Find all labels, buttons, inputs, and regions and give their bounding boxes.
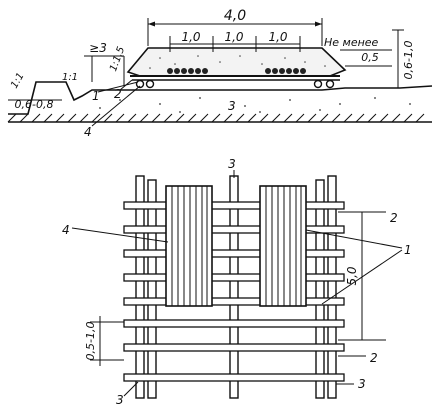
soil-texture xyxy=(99,97,411,113)
min-value: 0,5 xyxy=(361,51,379,64)
ditch-slope-left: 1:1 xyxy=(9,71,27,90)
runner-5 xyxy=(327,175,337,399)
segment-dim-3: 1,0 xyxy=(268,30,287,44)
runner-2 xyxy=(147,179,157,399)
plan-view: 5,0 0,5-1,0 3 4 2 1 2 3 3 xyxy=(62,157,412,407)
segment-dim-2: 1,0 xyxy=(224,30,243,44)
leader-1-b xyxy=(321,249,403,305)
embankment xyxy=(126,47,347,77)
callout-2: 2 xyxy=(114,87,122,101)
track-deck-right xyxy=(259,185,307,307)
leader-4 xyxy=(91,85,141,127)
plan-callout-2-top: 2 xyxy=(390,211,398,225)
ditch-slope-right: 1:1 xyxy=(62,72,78,83)
sleeper-ends xyxy=(135,79,335,89)
span-dimension: 5,0 xyxy=(345,266,359,285)
log-ends xyxy=(167,68,306,74)
leader-4-plan xyxy=(71,227,169,243)
runner-4 xyxy=(315,179,325,399)
leader-3-left xyxy=(123,381,139,397)
segment-dim-1: 1,0 xyxy=(181,30,200,44)
plan-callout-4: 4 xyxy=(62,223,70,237)
plan-callout-3-left: 3 xyxy=(116,393,124,407)
cross-section: 4,0 1,0 1,0 1,0 Не менее 0,5 0,6-1,0 0,6… xyxy=(7,8,433,139)
plan-callout-1: 1 xyxy=(404,243,412,257)
track-deck-left xyxy=(165,185,213,307)
runner-1 xyxy=(135,175,145,399)
right-dimension: 0,6-1,0 xyxy=(402,41,415,80)
callout-3: 3 xyxy=(228,99,236,113)
spacing-dimension: 0,5-1,0 xyxy=(84,322,97,361)
leader-2 xyxy=(119,79,133,91)
callout-1: 1 xyxy=(92,89,100,103)
leader-1 xyxy=(97,81,139,93)
width-dimension: 4,0 xyxy=(224,8,246,24)
callout-4: 4 xyxy=(84,125,92,139)
runners xyxy=(135,175,337,399)
ground-hatching xyxy=(7,113,425,123)
plan-callout-3-top: 3 xyxy=(228,157,236,171)
berm-width: ≥3 xyxy=(89,41,107,55)
cross-logs xyxy=(123,201,345,382)
fill-texture xyxy=(149,55,326,69)
plan-callout-2-bottom: 2 xyxy=(370,351,378,365)
plan-callout-3-right: 3 xyxy=(358,377,366,391)
ground-profile xyxy=(8,81,433,115)
leader-1-a xyxy=(305,229,403,249)
min-label: Не менее xyxy=(324,36,379,49)
ditch-dimension: 0,6-0,8 xyxy=(15,98,54,111)
